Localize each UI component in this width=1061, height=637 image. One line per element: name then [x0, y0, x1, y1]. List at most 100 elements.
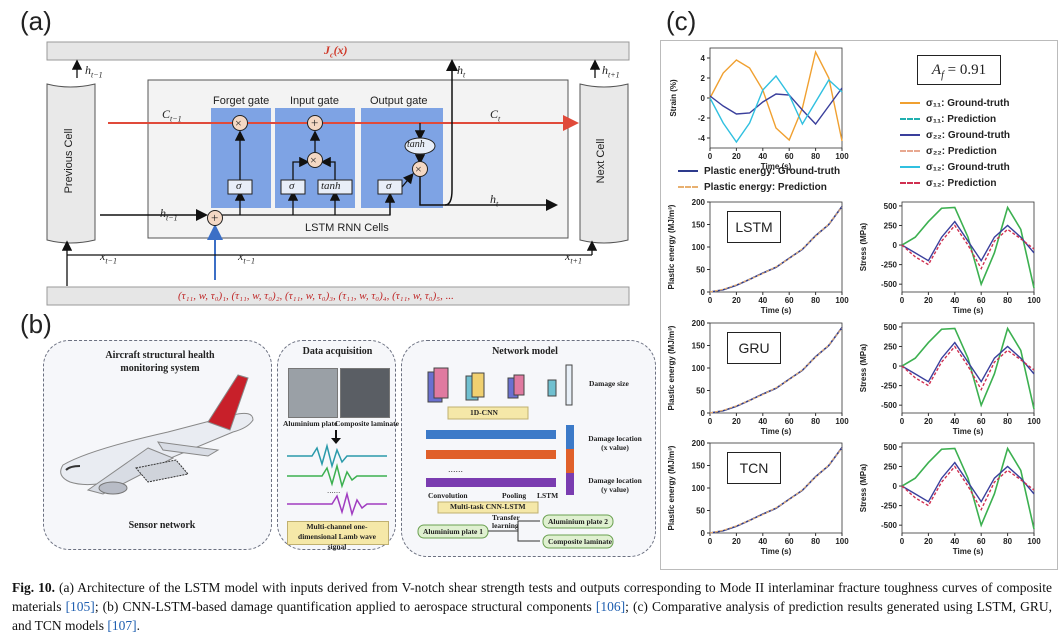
input-tanh: tanh	[321, 180, 341, 192]
y-tick-label: 150	[692, 221, 706, 230]
aircraft-illustration	[60, 374, 254, 495]
aircraft-title: Aircraft structural health monitoring sy…	[105, 350, 215, 374]
series-line	[709, 206, 843, 293]
x-next: xt+1	[565, 249, 582, 266]
y-tick-label: -250	[881, 382, 898, 391]
x-tick-label: 20	[732, 152, 741, 161]
panel-a-label: (a)	[20, 6, 52, 36]
aluminium-plate-1-label: Aluminium plate 1	[423, 527, 484, 536]
panel-b-label: (b)	[20, 309, 52, 339]
y-tick-label: 200	[692, 439, 706, 448]
series-line	[901, 345, 1035, 392]
output-tanh: tanh	[407, 139, 425, 150]
reference-link-1[interactable]: [105]	[65, 599, 95, 614]
x-tick-label: 80	[1003, 537, 1012, 546]
plot-frame	[901, 442, 1035, 534]
sensor-network-label: Sensor network	[128, 520, 196, 531]
x-tick-label: 20	[732, 537, 741, 546]
jc-arg: (x)	[333, 43, 348, 57]
input-sequence: (τ₁₁, w, τ₀)₁, (τ₁₁, w, τ₀)₂, (τ₁₁, w, τ…	[178, 290, 454, 302]
series-line	[901, 205, 1035, 289]
x-tick-label: 80	[811, 296, 820, 305]
y-tick-label: 0	[701, 288, 706, 297]
legend-left-item: Plastic energy: Ground-truth	[678, 166, 878, 182]
x-tick-label: 80	[1003, 296, 1012, 305]
plot-frame	[901, 322, 1035, 414]
series-line	[901, 224, 1035, 271]
x-tick-label: 40	[758, 537, 767, 546]
y-tick-label: -4	[698, 134, 706, 143]
y-tick-label: -250	[881, 261, 898, 270]
x-tick-label: 60	[785, 537, 794, 546]
x-tick-label: 100	[1027, 537, 1041, 546]
legend-right-item: σ₁₁: Ground-truth	[900, 98, 1050, 114]
aluminium-plate-label: Aluminium plate	[283, 419, 338, 428]
x-tick-label: 20	[924, 417, 933, 426]
x-axis-label: Time (s)	[761, 306, 792, 315]
legend-right-item: σ₁₁: Prediction	[900, 114, 1050, 130]
reference-link-3[interactable]: [107]	[107, 618, 137, 633]
lamb-wave-signals: ......	[287, 430, 387, 517]
network-diagram: ......	[417, 364, 614, 549]
series-line	[709, 447, 843, 534]
lstm-diagram	[46, 41, 630, 306]
x-axis-label: Time (s)	[761, 162, 792, 171]
model-label-gru: GRU	[727, 332, 781, 364]
x-tick-label: 80	[811, 537, 820, 546]
y-tick-label: 2	[701, 74, 706, 83]
x-tick-label: 0	[708, 152, 713, 161]
x-tick-label: 100	[1027, 417, 1041, 426]
y-tick-label: 150	[692, 342, 706, 351]
x-tick-label: 0	[708, 417, 713, 426]
x-tick-label: 40	[950, 417, 959, 426]
svg-text:......: ......	[448, 464, 463, 474]
aluminium-plate-2-label: Aluminium plate 2	[548, 517, 609, 526]
figure-caption: Fig. 10. (a) Architecture of the LSTM mo…	[12, 578, 1052, 635]
x-tick-label: 60	[977, 296, 986, 305]
concat-add-icon: +	[211, 210, 219, 225]
y-tick-label: -250	[881, 502, 898, 511]
y-tick-label: 50	[696, 387, 705, 396]
c-t: Ct	[490, 107, 501, 124]
y-axis-label: Plastic energy (MJ/m³)	[667, 445, 676, 530]
y-tick-label: 200	[692, 198, 706, 207]
x-tick-label: 100	[835, 152, 849, 161]
h-t-mid: ht	[490, 192, 499, 209]
next-cell-label: Next Cell	[595, 138, 607, 184]
af-box: Af = 0.91	[917, 55, 1001, 85]
y-axis-label: Plastic energy (MJ/m³)	[667, 204, 676, 289]
model-label-lstm: LSTM	[727, 211, 781, 243]
caption-text-1: (a) Architecture of the LSTM model with …	[12, 580, 1052, 614]
legend-left-item: Plastic energy: Prediction	[678, 182, 878, 198]
x-tick-label: 80	[811, 152, 820, 161]
h-next-top: ht+1	[602, 63, 620, 80]
x-tick-label: 100	[835, 417, 849, 426]
caption-text-2: ; (b) CNN-LSTM-based damage quantificati…	[94, 599, 596, 614]
series-line	[901, 326, 1035, 410]
composite-laminate-2-label: Composite laminate	[548, 537, 612, 546]
y-tick-label: 150	[692, 462, 706, 471]
forget-gate-label: Forget gate	[213, 95, 270, 107]
legend-left: Plastic energy: Ground-truth Plastic ene…	[678, 166, 878, 198]
series-line	[901, 446, 1035, 530]
jc-label: Jc(x)	[324, 43, 348, 59]
forget-mult-icon: ×	[235, 116, 242, 130]
y-tick-label: 0	[893, 241, 898, 250]
series-line	[901, 461, 1035, 504]
y-tick-label: 250	[884, 221, 898, 230]
x-tick-label: 80	[1003, 417, 1012, 426]
panel-c-label: (c)	[666, 6, 697, 36]
y-axis-label: Stress (MPa)	[859, 222, 868, 271]
pooling-label: Pooling	[502, 491, 527, 500]
x-tick-label: 0	[708, 296, 713, 305]
reference-link-2[interactable]: [106]	[595, 599, 626, 614]
damage-size-label: Damage size	[589, 379, 629, 388]
x-axis-label: Time (s)	[953, 306, 984, 315]
signal-label	[287, 521, 389, 545]
signal-label-text: Multi-channel one-dimensional Lamb wave …	[298, 522, 376, 551]
previous-cell-label: Previous Cell	[63, 128, 75, 194]
x-tick-label: 0	[900, 296, 905, 305]
x-tick-label: 40	[950, 296, 959, 305]
legend-right-item: σ₁₂: Prediction	[900, 178, 1050, 194]
y-axis-label: Strain (%)	[669, 79, 678, 117]
